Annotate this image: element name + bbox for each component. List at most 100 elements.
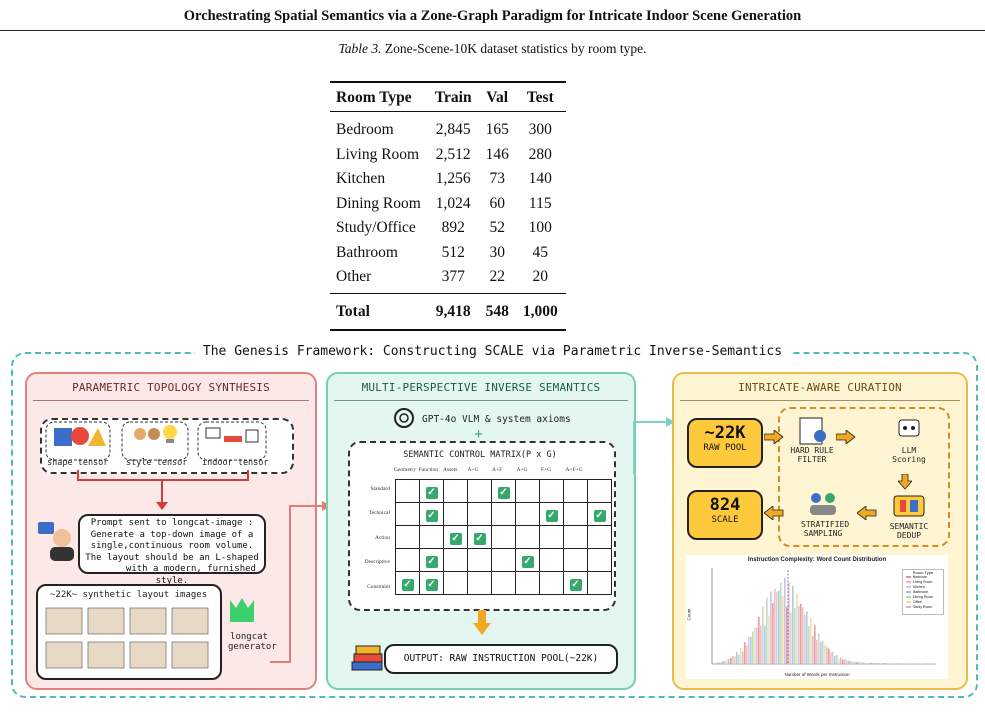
histogram-bar <box>816 639 818 664</box>
legend-swatch-icon <box>906 596 911 599</box>
histogram-bar <box>810 617 812 664</box>
row-value: 280 <box>528 145 552 163</box>
legend-label: Study Room <box>913 605 933 609</box>
row-value: 165 <box>485 121 509 138</box>
matrix-cell <box>443 502 468 526</box>
row-value: 2,845 <box>435 121 471 138</box>
histogram-bar <box>812 636 814 664</box>
histogram-bar <box>720 662 722 664</box>
row-room-type: Study/Office <box>336 219 416 236</box>
panel3-title: INTRICATE-AWARE CURATION <box>674 381 966 401</box>
row-value: 60 <box>489 194 505 212</box>
check-icon: ✓ <box>401 579 414 591</box>
matrix-cell <box>467 548 492 572</box>
row-value: 30 <box>489 243 505 261</box>
row-value: 22 <box>489 268 505 285</box>
row-room-type: Other <box>336 268 372 285</box>
arrow-down-icon <box>898 474 912 490</box>
histogram-bar <box>822 640 824 664</box>
histogram-bar <box>834 656 836 664</box>
raw-pool-value: ~22K <box>704 423 746 443</box>
histogram-bar <box>874 663 876 664</box>
histogram-bar <box>808 626 810 664</box>
matrix-column-label: F+G <box>541 467 552 473</box>
histogram-bar <box>770 591 772 664</box>
histogram-bar <box>908 663 910 664</box>
histogram-chart <box>711 568 936 665</box>
legend-label: Living Room <box>913 580 933 584</box>
matrix-cell: ✓ <box>419 571 444 595</box>
histogram-bar <box>826 647 828 664</box>
matrix-cell <box>443 571 468 595</box>
legend-label: Kitchen <box>913 585 925 589</box>
matrix-row: ✓ ✓ ✓ <box>395 571 612 595</box>
row-value: 892 <box>441 219 465 236</box>
histogram-bar <box>804 614 806 664</box>
legend-swatch-icon <box>906 586 911 589</box>
histogram-bar <box>868 662 870 664</box>
matrix-cell: ✓ <box>443 525 468 549</box>
legend-item: Bathroom <box>903 590 943 595</box>
total-val: 548 <box>479 292 517 331</box>
histogram-bar <box>876 663 878 664</box>
histogram-bar <box>886 663 888 664</box>
histogram-bar <box>788 582 790 664</box>
matrix-row: ✓✓ <box>395 479 612 503</box>
row-value: 300 <box>528 121 552 138</box>
histogram-xlabel: Number of Words per Instruction <box>784 672 850 677</box>
legend-label: Office <box>913 600 923 604</box>
matrix-cell: ✓ <box>467 525 492 549</box>
arrow-right-icon <box>764 430 784 444</box>
legend-item: Bedroom <box>903 575 943 580</box>
header-val: Val <box>479 81 517 112</box>
histogram-bar <box>850 661 852 664</box>
matrix-cell <box>515 502 540 526</box>
matrix-title: SEMANTIC CONTROL MATRIX(P x G) <box>403 450 557 460</box>
histogram-ylabel: Count <box>686 608 692 621</box>
filter-icon <box>799 417 826 445</box>
total-train: 9,418 <box>428 292 480 331</box>
check-icon: ✓ <box>545 510 558 522</box>
legend-item: Study Room <box>903 605 943 610</box>
matrix-cell <box>563 479 588 503</box>
matrix-row: ✓✓ <box>395 525 612 549</box>
histogram-bar <box>854 661 856 664</box>
person-icon <box>38 522 74 561</box>
matrix-cell <box>539 548 564 572</box>
page-header: Orchestrating Spatial Semantics via a Zo… <box>0 0 985 31</box>
table-header-row: Room Type Train Val Test <box>330 81 566 112</box>
row-room-type: Bathroom <box>336 243 398 261</box>
histogram-bar <box>888 663 890 664</box>
matrix-cell <box>467 571 492 595</box>
matrix-cell <box>491 571 516 595</box>
row-value: 377 <box>441 268 465 285</box>
histogram-bar <box>870 662 872 664</box>
histogram-bar <box>772 603 774 664</box>
histogram-bar <box>906 663 908 664</box>
histogram-bar <box>780 582 782 664</box>
generator-label: longcat generator <box>228 632 277 652</box>
histogram-bar <box>744 642 746 664</box>
robot-icon <box>898 419 920 437</box>
matrix-cell <box>467 502 492 526</box>
histogram-bar <box>722 660 724 664</box>
histogram-bar <box>902 663 904 664</box>
histogram-bar <box>802 607 804 664</box>
histogram-bar <box>890 663 892 664</box>
step-hard-rule-filter: HARD RULE FILTER <box>790 446 834 464</box>
matrix-cell: ✓ <box>563 571 588 595</box>
row-value: 73 <box>489 170 505 187</box>
row-value: 1,024 <box>435 194 471 212</box>
legend-label: Dining Room <box>913 595 934 599</box>
histogram-bar <box>778 590 780 664</box>
check-icon: ✓ <box>569 579 582 591</box>
legend-label: Bathroom <box>913 590 929 594</box>
connector-arrow-icon <box>77 470 249 510</box>
histogram-bar <box>800 603 802 664</box>
matrix-cell <box>587 571 612 595</box>
